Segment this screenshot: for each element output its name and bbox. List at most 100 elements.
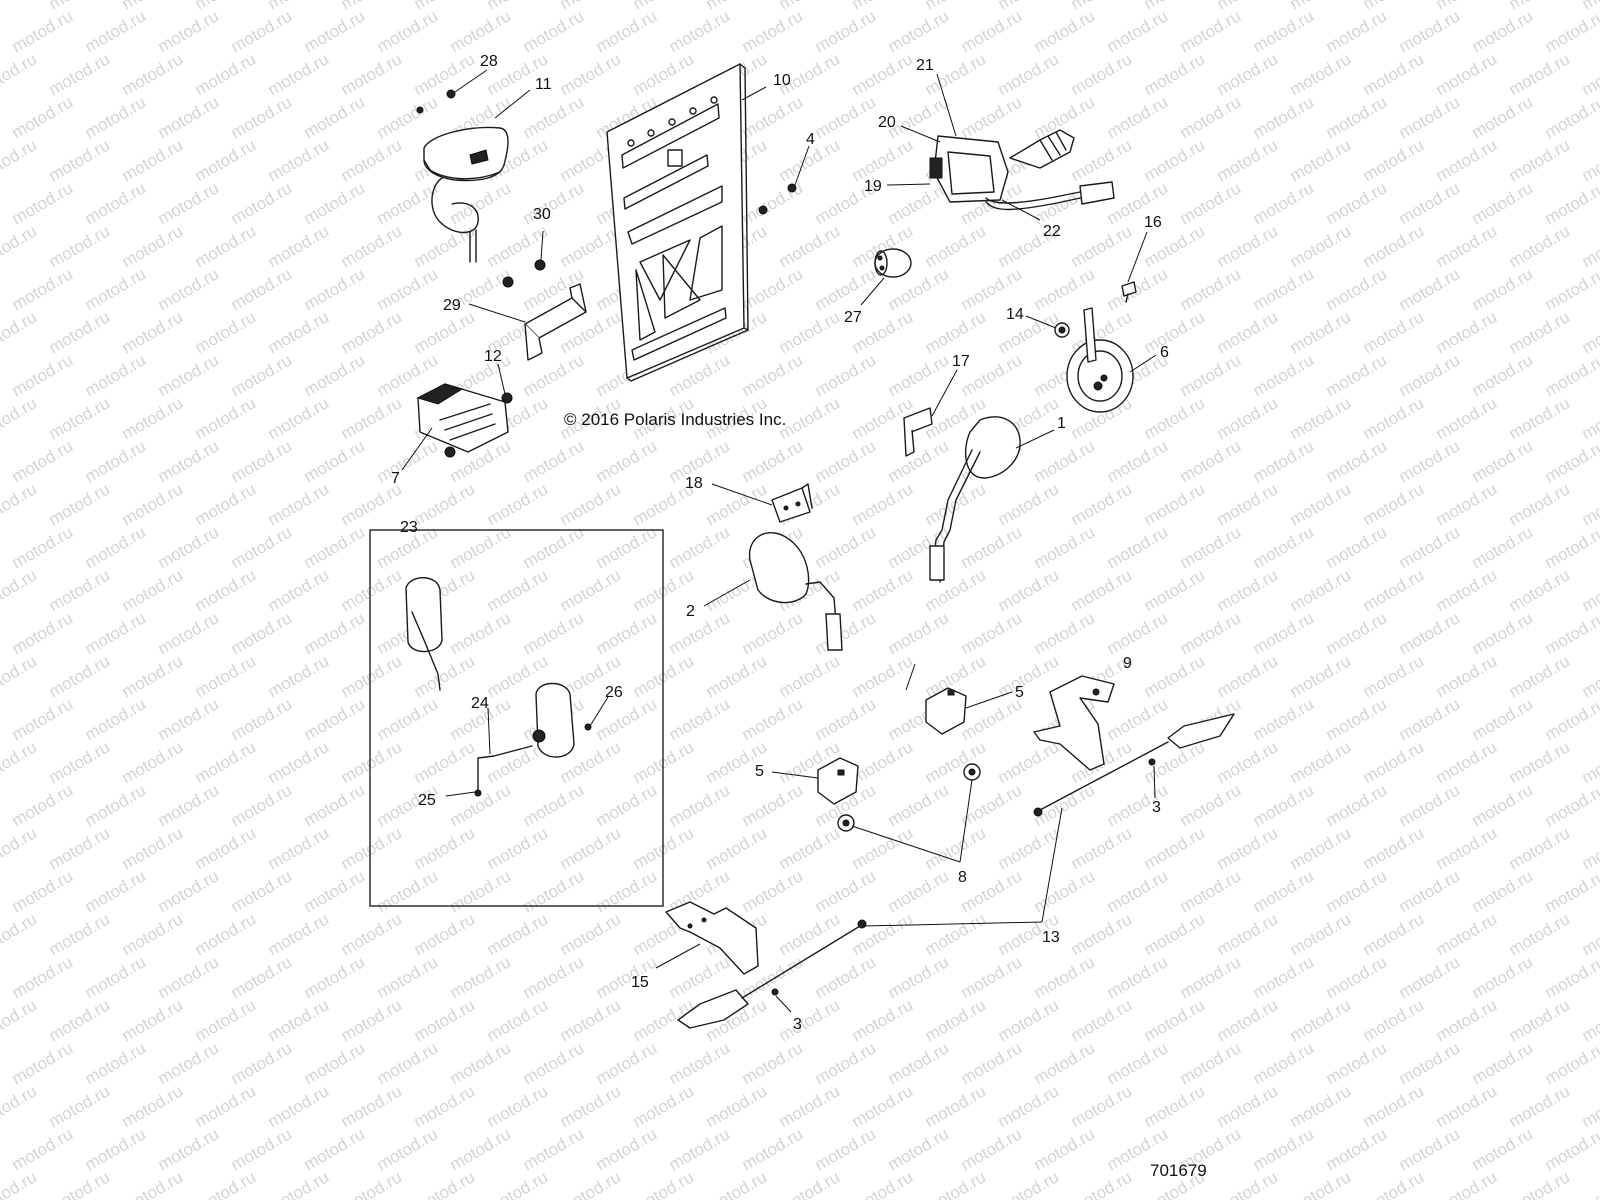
watermark-text: motod.ru xyxy=(776,0,844,13)
watermark-text: motod.ru xyxy=(1104,952,1172,1002)
watermark-text: motod.ru xyxy=(0,135,40,185)
watermark-text: motod.ru xyxy=(1469,264,1537,314)
watermark-text: motod.ru xyxy=(301,264,369,314)
watermark-text: motod.ru xyxy=(849,651,917,701)
watermark-text: motod.ru xyxy=(301,436,369,486)
watermark-text: motod.ru xyxy=(228,264,296,314)
watermark-text: motod.ru xyxy=(1287,823,1355,873)
watermark-text: motod.ru xyxy=(1360,221,1428,271)
watermark-text: motod.ru xyxy=(374,436,442,486)
watermark-text: motod.ru xyxy=(1433,651,1501,701)
watermark-text: motod.ru xyxy=(301,952,369,1002)
callout-24: 24 xyxy=(471,695,489,712)
mirror-bracket-drawing xyxy=(903,407,933,457)
watermark-text: motod.ru xyxy=(0,1124,3,1174)
watermark-text: motod.ru xyxy=(666,6,734,56)
watermark-text: motod.ru xyxy=(1433,1167,1501,1200)
watermark-text: motod.ru xyxy=(1469,178,1537,228)
watermark-text: motod.ru xyxy=(228,350,296,400)
watermark-text: motod.ru xyxy=(1177,1038,1245,1088)
watermark-text: motod.ru xyxy=(1104,522,1172,572)
watermark-text: motod.ru xyxy=(1542,952,1600,1002)
watermark-text: motod.ru xyxy=(1579,135,1600,185)
watermark-text: motod.ru xyxy=(1506,823,1574,873)
watermark-text: motod.ru xyxy=(484,0,552,13)
watermark-text: motod.ru xyxy=(739,436,807,486)
watermark-text: motod.ru xyxy=(411,909,479,959)
watermark-text: motod.ru xyxy=(0,49,40,99)
watermark-text: motod.ru xyxy=(1141,393,1209,443)
watermark-text: motod.ru xyxy=(1579,307,1600,357)
watermark-text: motod.ru xyxy=(1250,92,1318,142)
watermark-text: motod.ru xyxy=(885,350,953,400)
nut-drawing xyxy=(758,183,797,215)
watermark-text: motod.ru xyxy=(1214,823,1282,873)
watermark-text: motod.ru xyxy=(0,952,3,1002)
watermark-text: motod.ru xyxy=(812,694,880,744)
watermark-text: motod.ru xyxy=(593,608,661,658)
watermark-text: motod.ru xyxy=(374,952,442,1002)
watermark-text: motod.ru xyxy=(1506,0,1574,13)
watermark-text: motod.ru xyxy=(1068,1167,1136,1200)
watermark-text: motod.ru xyxy=(228,1124,296,1174)
watermark-text: motod.ru xyxy=(1104,1038,1172,1088)
watermark-text: motod.ru xyxy=(0,479,40,529)
watermark-text: motod.ru xyxy=(119,307,187,357)
watermark-text: motod.ru xyxy=(1287,135,1355,185)
watermark-text: motod.ru xyxy=(1104,694,1172,744)
watermark-text: motod.ru xyxy=(1177,6,1245,56)
mounting-plate-drawing xyxy=(606,63,749,382)
watermark-text: motod.ru xyxy=(995,307,1063,357)
watermark-text: motod.ru xyxy=(885,866,953,916)
watermark-text: motod.ru xyxy=(46,995,114,1045)
watermark-text: motod.ru xyxy=(812,608,880,658)
mirror-bracket-drawing xyxy=(771,483,813,523)
bolt-drawing xyxy=(1121,281,1137,303)
watermark-text: motod.ru xyxy=(922,307,990,357)
watermark-text: motod.ru xyxy=(1177,92,1245,142)
watermark-text: motod.ru xyxy=(739,92,807,142)
callout-28: 28 xyxy=(480,53,498,70)
watermark-text: motod.ru xyxy=(1506,1081,1574,1131)
watermark-text: motod.ru xyxy=(1396,350,1464,400)
watermark-text: motod.ru xyxy=(922,221,990,271)
copyright-notice: © 2016 Polaris Industries Inc. xyxy=(564,410,786,429)
watermark-text: motod.ru xyxy=(922,823,990,873)
watermark-text: motod.ru xyxy=(265,909,333,959)
watermark-text: motod.ru xyxy=(958,952,1026,1002)
watermark-text: motod.ru xyxy=(1214,565,1282,615)
watermark-text: motod.ru xyxy=(1579,479,1600,529)
watermark-text: motod.ru xyxy=(1579,49,1600,99)
watermark-text: motod.ru xyxy=(520,780,588,830)
watermark-text: motod.ru xyxy=(46,0,114,13)
watermark-text: motod.ru xyxy=(812,522,880,572)
watermark-text: motod.ru xyxy=(82,264,150,314)
watermark-text: motod.ru xyxy=(155,780,223,830)
watermark-text: motod.ru xyxy=(520,608,588,658)
clamp-drawing xyxy=(817,757,859,805)
watermark-text: motod.ru xyxy=(630,0,698,13)
watermark-text: motod.ru xyxy=(301,780,369,830)
watermark-text: motod.ru xyxy=(1433,49,1501,99)
watermark-text: motod.ru xyxy=(776,823,844,873)
watermark-text: motod.ru xyxy=(374,264,442,314)
watermark-text: motod.ru xyxy=(46,135,114,185)
watermark-text: motod.ru xyxy=(1177,608,1245,658)
watermark-text: motod.ru xyxy=(338,909,406,959)
watermark-text: motod.ru xyxy=(82,952,150,1002)
watermark-text: motod.ru xyxy=(155,350,223,400)
watermark-text: motod.ru xyxy=(9,178,77,228)
callout-10: 10 xyxy=(773,72,791,89)
watermark-text: motod.ru xyxy=(301,608,369,658)
watermark-text: motod.ru xyxy=(1214,135,1282,185)
turn-signal-drawing xyxy=(1033,713,1235,817)
watermark-text: motod.ru xyxy=(46,565,114,615)
watermark-text: motod.ru xyxy=(1506,651,1574,701)
watermark-text: motod.ru xyxy=(46,1167,114,1200)
watermark-text: motod.ru xyxy=(0,565,40,615)
watermark-text: motod.ru xyxy=(1177,522,1245,572)
watermark-text: motod.ru xyxy=(1396,178,1464,228)
watermark-text: motod.ru xyxy=(119,909,187,959)
watermark-text: motod.ru xyxy=(1177,436,1245,486)
watermark-text: motod.ru xyxy=(228,436,296,486)
